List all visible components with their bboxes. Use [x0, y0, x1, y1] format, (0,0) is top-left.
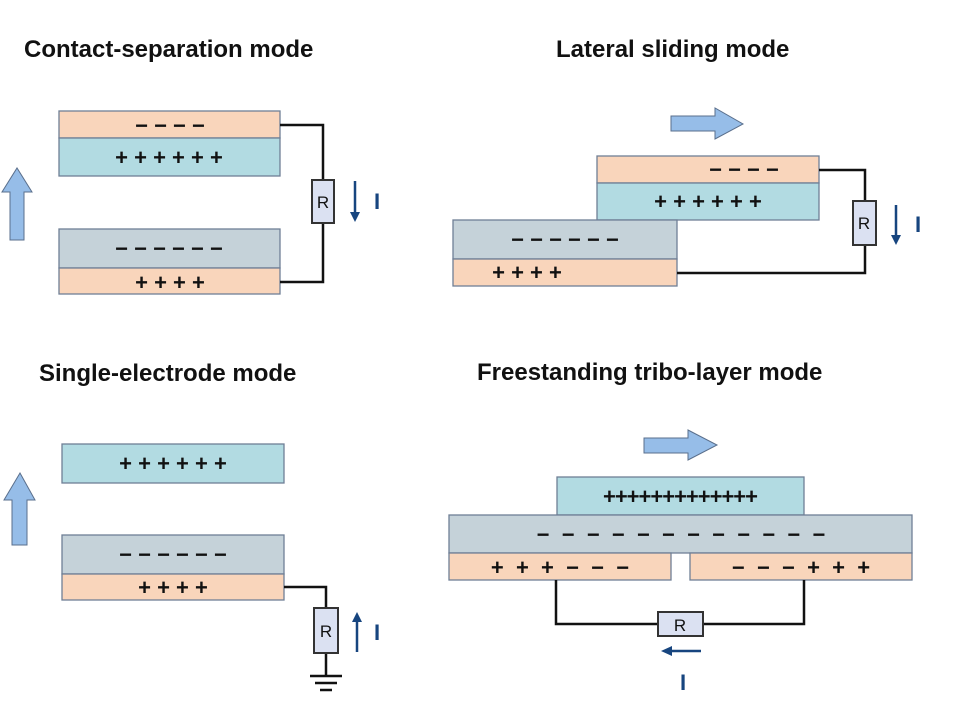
motion-arrow-up-icon — [3, 471, 36, 546]
bottom-dielectric-layer — [452, 219, 678, 260]
bottom-dielectric-layer — [61, 534, 285, 575]
motion-arrow-up-icon — [1, 167, 33, 241]
freestanding-layer — [556, 476, 805, 516]
bottom-electrode-layer — [452, 258, 678, 287]
wire — [280, 223, 325, 284]
charge-row: − − − − − − — [511, 227, 619, 252]
panel-title: Contact-separation mode — [24, 36, 313, 63]
current-arrow-down-icon — [891, 205, 901, 245]
moving-dielectric-layer — [61, 443, 285, 484]
resistor — [852, 200, 877, 246]
panel-lateral-sliding: Lateral sliding mode − − − − + + + + + +… — [452, 36, 921, 287]
charge-row: + + + + + + — [119, 451, 227, 476]
resistor-label: R — [674, 616, 686, 635]
current-label: I — [374, 189, 380, 214]
top-dielectric-layer — [596, 182, 820, 221]
charge-row: − − − + + + — [732, 555, 870, 580]
current-arrow-down-icon — [350, 181, 360, 222]
charge-row: − − − − − − − − − − − − — [537, 522, 826, 547]
current-arrow-left-icon — [661, 646, 701, 656]
panel-single-electrode: Single-electrode mode + + + + + + − − − … — [3, 360, 380, 692]
bottom-electrode-layer — [61, 573, 285, 601]
panel-freestanding: Freestanding tribo-layer mode ++++++++++… — [448, 359, 913, 695]
charge-row: + + + + + + — [654, 189, 762, 214]
charge-row: − − − − — [709, 157, 779, 182]
panel-title: Freestanding tribo-layer mode — [477, 359, 822, 386]
top-dielectric-layer — [58, 137, 281, 177]
charge-row: − − − − − − — [115, 236, 223, 261]
panel-title: Single-electrode mode — [39, 360, 296, 387]
resistor — [313, 607, 339, 654]
dielectric-layer — [448, 514, 913, 554]
current-label: I — [680, 670, 686, 695]
current-arrow-up-icon — [352, 612, 362, 652]
resistor-label: R — [320, 622, 332, 641]
current-label: I — [915, 212, 921, 237]
charge-row: + + + + — [135, 270, 205, 295]
current-label: I — [374, 620, 380, 645]
top-electrode-layer — [58, 110, 281, 139]
panel-contact-separation: Contact-separation mode − − − − + + + + … — [1, 36, 380, 295]
wire — [819, 168, 867, 201]
wire — [703, 580, 806, 626]
charge-row: + + + − − − — [491, 555, 629, 580]
wire — [554, 580, 658, 626]
wire — [280, 123, 325, 180]
charge-row: + + + + — [138, 575, 208, 600]
motion-arrow-right-icon — [670, 107, 745, 140]
charge-row: + + + + — [492, 260, 562, 285]
right-electrode — [689, 552, 913, 581]
top-electrode-layer — [596, 155, 820, 184]
wire — [677, 245, 867, 275]
charge-row: − − − − — [135, 113, 205, 138]
wire — [284, 585, 328, 608]
resistor — [311, 179, 335, 224]
resistor-label: R — [858, 214, 870, 233]
resistor-label: R — [317, 193, 329, 212]
charge-row: +++++++++++++ — [603, 484, 757, 509]
ground-icon — [310, 674, 342, 692]
charge-row: − − − − − − — [119, 542, 227, 567]
charge-row: + + + + + + — [115, 145, 223, 170]
resistor — [657, 611, 704, 637]
panel-title: Lateral sliding mode — [556, 36, 789, 63]
bottom-dielectric-layer — [58, 228, 281, 269]
motion-arrow-right-icon — [643, 429, 719, 461]
left-electrode — [448, 552, 672, 581]
